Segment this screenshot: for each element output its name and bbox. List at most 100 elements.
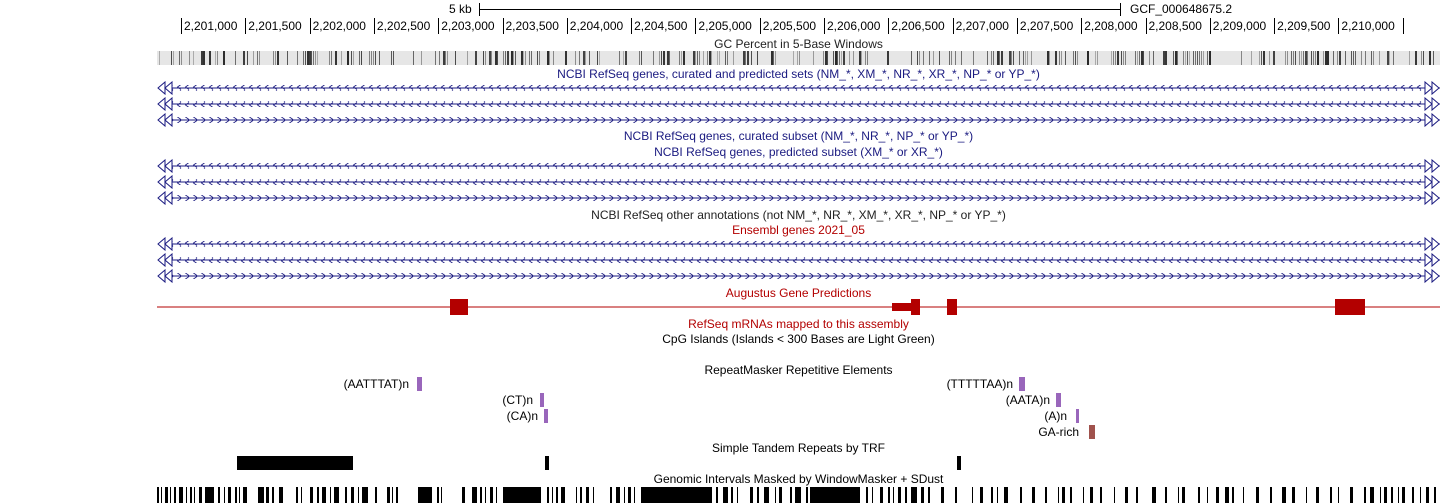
gc-window	[833, 51, 834, 65]
masked-interval	[1198, 487, 1200, 503]
tandem-repeat	[545, 456, 549, 470]
gc-window	[887, 51, 889, 65]
gc-window	[1027, 51, 1028, 65]
gc-window	[1323, 51, 1324, 65]
gc-window	[1291, 51, 1292, 65]
gc-window	[699, 51, 700, 65]
masked-interval	[387, 487, 390, 503]
ruler-tick	[181, 18, 182, 34]
repeat-element	[544, 409, 548, 423]
track-title-refseq-all[interactable]: NCBI RefSeq genes, curated and predicted…	[557, 67, 1040, 81]
masked-interval	[170, 487, 171, 503]
gc-window	[341, 51, 342, 65]
repeat-label-aata[interactable]: (AATA)n	[1005, 393, 1050, 407]
masked-interval	[1207, 487, 1208, 503]
repeat-label-ct[interactable]: (CT)n	[502, 393, 533, 407]
masked-interval	[165, 487, 168, 503]
gc-window	[693, 51, 695, 65]
masked-interval	[330, 487, 331, 503]
gc-window	[997, 51, 999, 65]
masked-interval	[362, 487, 368, 503]
track-title-refseq-other[interactable]: NCBI RefSeq other annotations (not NM_*,…	[591, 208, 1006, 222]
gc-window	[1113, 51, 1114, 65]
masked-interval	[1100, 487, 1102, 503]
masked-interval	[972, 487, 973, 503]
gc-window	[653, 51, 654, 65]
gc-window	[1325, 51, 1327, 65]
gc-window	[257, 51, 258, 65]
gc-window	[1139, 51, 1140, 65]
gc-window	[1337, 51, 1338, 65]
gene-left-arrow	[157, 80, 166, 96]
repeat-label-aatttat[interactable]: (AATTTAT)n	[343, 377, 409, 391]
repeat-element	[1019, 377, 1025, 391]
gc-window	[1073, 51, 1074, 65]
trf-track	[237, 456, 961, 470]
repeat-label-ttttaa[interactable]: (TTTTTAA)n	[946, 377, 1013, 391]
track-title-repeatmasker[interactable]: RepeatMasker Repetitive Elements	[704, 363, 893, 377]
gc-window	[1201, 51, 1202, 65]
scale-bar-left-cap	[479, 3, 480, 16]
masked-interval	[750, 487, 753, 503]
track-title-refseq-predicted[interactable]: NCBI RefSeq genes, predicted subset (XM_…	[654, 145, 943, 159]
track-title-ensembl[interactable]: Ensembl genes 2021_05	[732, 223, 865, 237]
ruler-tick	[695, 18, 697, 34]
gc-window	[273, 51, 274, 65]
masked-interval	[580, 487, 582, 503]
gc-window	[841, 51, 842, 65]
gc-window	[797, 51, 798, 65]
gc-window	[305, 51, 306, 65]
masked-interval	[888, 487, 890, 503]
gc-window	[697, 51, 698, 65]
gc-window	[745, 51, 746, 65]
track-title-trf[interactable]: Simple Tandem Repeats by TRF	[712, 441, 885, 455]
gc-window	[181, 51, 182, 65]
gene-right-arrow	[1431, 236, 1440, 252]
masked-interval	[194, 487, 195, 503]
masked-interval	[1225, 487, 1229, 503]
track-title-cpg[interactable]: CpG Islands (Islands < 300 Bases are Lig…	[662, 332, 935, 346]
gc-window	[1125, 51, 1126, 65]
track-title-gc-percent[interactable]: GC Percent in 5-Base Windows	[714, 37, 883, 51]
gc-window	[1173, 51, 1174, 65]
gc-window	[583, 51, 585, 65]
masked-interval	[358, 487, 359, 503]
gc-window	[1019, 51, 1020, 65]
gc-window	[1197, 51, 1198, 65]
repeat-label-a[interactable]: (A)n	[1044, 409, 1067, 423]
gc-window	[1115, 51, 1116, 65]
track-title-refseq-curated[interactable]: NCBI RefSeq genes, curated subset (NM_*,…	[623, 129, 974, 143]
gc-window	[373, 51, 374, 65]
track-title-augustus[interactable]: Augustus Gene Predictions	[725, 286, 872, 300]
masked-interval	[593, 487, 594, 503]
gc-window	[1285, 51, 1286, 65]
gc-window	[1415, 51, 1417, 65]
masked-interval	[1232, 487, 1234, 503]
masked-interval	[911, 487, 917, 503]
gc-window	[1141, 51, 1143, 65]
masked-interval	[716, 487, 718, 503]
gc-window	[1355, 51, 1356, 65]
gc-window	[1311, 51, 1312, 65]
repeat-label-ca[interactable]: (CA)n	[506, 409, 538, 423]
ruler-tick	[952, 18, 954, 34]
gc-window	[1165, 51, 1167, 65]
gc-window	[1153, 51, 1154, 65]
gc-window	[939, 51, 940, 65]
masked-interval	[866, 487, 868, 503]
track-title-refseq-mrna[interactable]: RefSeq mRNAs mapped to this assembly	[688, 317, 909, 331]
gc-window	[523, 51, 524, 65]
gc-window	[1135, 51, 1136, 65]
repeat-element	[1089, 425, 1095, 439]
gene-right-arrow	[1424, 252, 1433, 268]
track-title-windowmasker[interactable]: Genomic Intervals Masked by WindowMasker…	[653, 472, 944, 486]
masked-interval	[1330, 487, 1332, 503]
gene-right-arrow	[1431, 174, 1440, 190]
repeat-label-ga-rich[interactable]: GA-rich	[1038, 425, 1079, 439]
gc-window	[313, 51, 314, 65]
gc-window	[1031, 51, 1032, 65]
masked-interval	[997, 487, 998, 503]
ruler-tick	[1145, 18, 1147, 34]
ruler-tick	[438, 18, 440, 34]
masked-interval	[898, 487, 901, 503]
